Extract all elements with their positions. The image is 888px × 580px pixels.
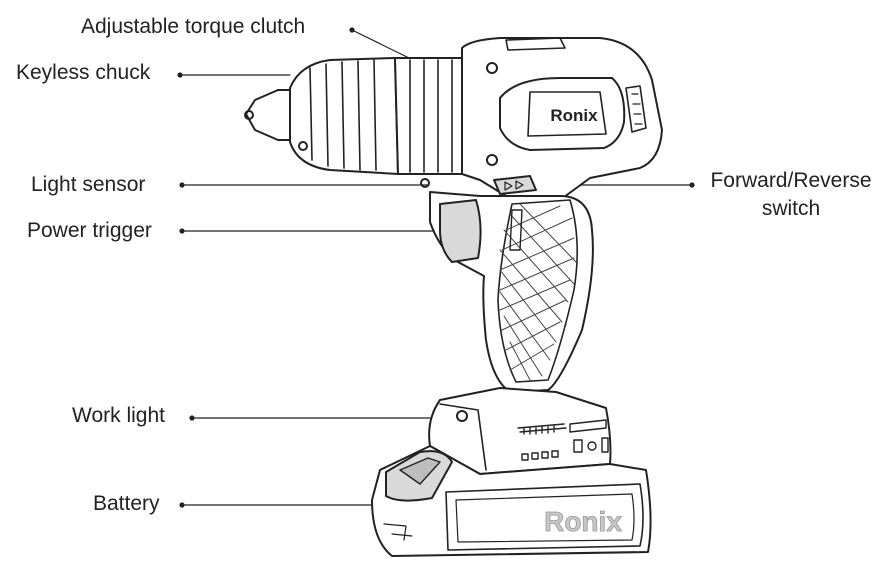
label-light-sensor: Light sensor <box>31 173 146 196</box>
work-light <box>456 410 468 422</box>
chuck-ribs <box>309 59 377 171</box>
leader-dots <box>177 27 695 508</box>
label-forward-reverse-line2: switch <box>761 197 821 220</box>
label-forward-reverse-switch: Forward/Reverse switch <box>699 169 883 221</box>
logo-plate <box>499 77 626 151</box>
label-battery: Battery <box>93 492 160 515</box>
power-trigger <box>439 199 482 263</box>
label-adjustable-torque-clutch: Adjustable torque clutch <box>81 15 306 38</box>
label-power-trigger: Power trigger <box>27 219 152 242</box>
forward-reverse-switch <box>493 175 537 195</box>
label-forward-reverse-line1: Forward/Reverse <box>710 169 872 192</box>
label-work-light: Work light <box>72 404 165 427</box>
body-logo: Ronix <box>550 106 598 125</box>
label-keyless-chuck: Keyless chuck <box>16 61 151 84</box>
battery-logo: Ronix <box>544 506 622 537</box>
